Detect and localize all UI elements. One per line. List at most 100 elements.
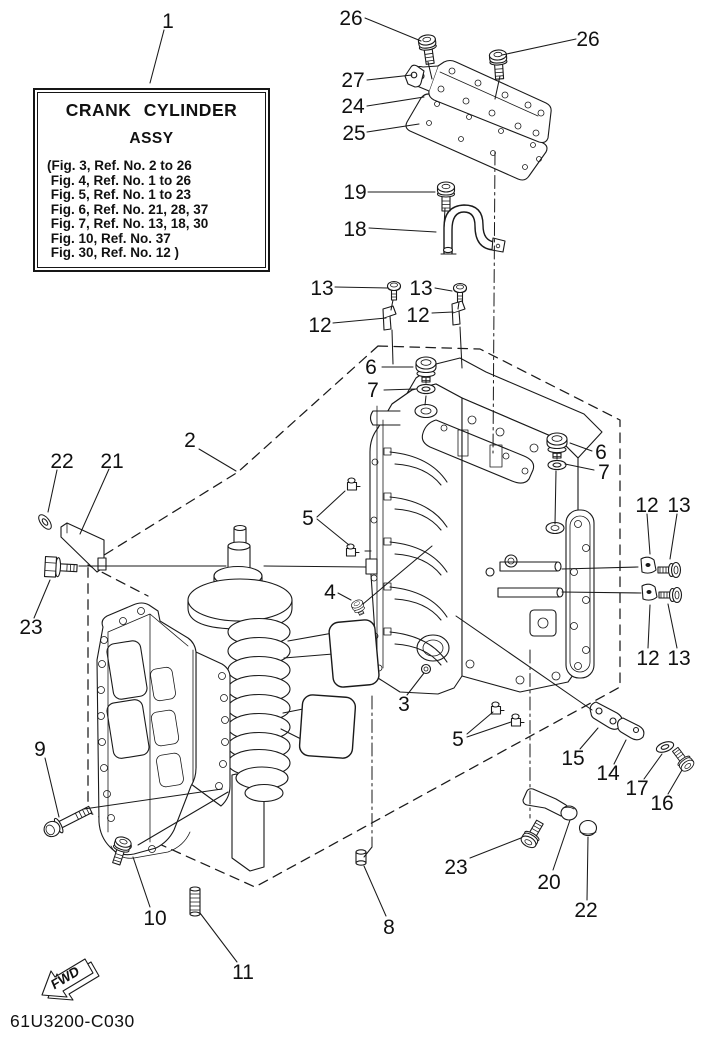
callout-13: 13 bbox=[667, 647, 690, 670]
assembly-line bbox=[427, 61, 433, 80]
callout-24: 24 bbox=[341, 95, 365, 118]
figure-reference-line: Fig. 10, Ref. No. 37 bbox=[47, 230, 171, 246]
callout-13: 13 bbox=[667, 494, 690, 517]
leader-line bbox=[316, 518, 350, 546]
callout-23: 23 bbox=[444, 856, 467, 879]
assembly-line bbox=[391, 329, 394, 365]
washer-7-right bbox=[547, 459, 567, 471]
leader-line bbox=[364, 17, 422, 42]
title-box-inner: CRANK CYLINDER ASSY (Fig. 3, Ref. No. 2 … bbox=[37, 92, 266, 268]
callout-12: 12 bbox=[406, 304, 429, 327]
leader-line bbox=[33, 579, 51, 619]
bolt-26-left bbox=[417, 33, 440, 66]
callout-2: 2 bbox=[184, 429, 196, 452]
callout-14: 14 bbox=[596, 762, 620, 785]
leader-line bbox=[366, 74, 413, 81]
leader-line bbox=[647, 604, 651, 649]
figure-reference-line: Fig. 4, Ref. No. 1 to 26 bbox=[47, 172, 192, 188]
center-line bbox=[492, 151, 496, 454]
leader-line bbox=[667, 603, 678, 649]
assembly-boundary bbox=[87, 345, 621, 888]
washer-7-left bbox=[416, 383, 436, 395]
assembly-title: CRANK CYLINDER bbox=[65, 100, 238, 120]
leader-line bbox=[669, 513, 678, 560]
leader-line bbox=[198, 448, 237, 472]
callout-13: 13 bbox=[409, 277, 432, 300]
leader-line bbox=[667, 769, 683, 795]
callout-26: 26 bbox=[576, 28, 599, 51]
bolt-19 bbox=[436, 181, 456, 212]
washer-17 bbox=[654, 739, 676, 755]
leader-line bbox=[47, 469, 58, 513]
assembly-line bbox=[83, 788, 223, 810]
stud-11 bbox=[189, 886, 201, 917]
leader-line bbox=[132, 856, 151, 908]
bolt-23-right bbox=[518, 817, 548, 851]
figure-reference-line: Fig. 30, Ref. No. 12 ) bbox=[47, 245, 180, 260]
leader-line bbox=[643, 753, 663, 780]
callout-1: 1 bbox=[162, 10, 174, 33]
title-box: CRANK CYLINDER ASSY (Fig. 3, Ref. No. 2 … bbox=[33, 88, 270, 272]
assembly-line bbox=[362, 545, 433, 605]
figure-reference-line: Fig. 7, Ref. No. 13, 18, 30 bbox=[47, 216, 209, 231]
bolt-13-upper bbox=[657, 561, 682, 579]
leader-line bbox=[586, 836, 589, 901]
callout-25: 25 bbox=[342, 122, 365, 145]
boundary-corner-edge bbox=[87, 564, 149, 597]
callout-12: 12 bbox=[635, 494, 658, 517]
leader-line bbox=[368, 227, 437, 233]
assembly-line bbox=[263, 565, 367, 568]
figure-references: (Fig. 3, Ref. No. 2 to 26 Fig. 4, Ref. N… bbox=[38, 158, 265, 261]
fitting-20 bbox=[522, 788, 578, 821]
screw-13-right bbox=[452, 282, 468, 303]
leader-line bbox=[44, 757, 60, 818]
crankshaft-assembly bbox=[187, 524, 380, 872]
leader-line bbox=[332, 317, 387, 324]
nut-3 bbox=[420, 663, 432, 675]
washer-22-left bbox=[35, 512, 55, 532]
piston-upper bbox=[328, 619, 380, 688]
fwd-arrow-icon: FWD bbox=[41, 958, 100, 1001]
callout-9: 9 bbox=[34, 738, 46, 761]
callout-6: 6 bbox=[365, 356, 377, 379]
anode-12-lower bbox=[641, 583, 658, 601]
cover-plate-14 bbox=[617, 717, 645, 741]
leader-line bbox=[434, 287, 453, 292]
leader-line bbox=[646, 513, 651, 555]
bolt-23-left bbox=[43, 555, 78, 578]
callout-6: 6 bbox=[595, 441, 607, 464]
callout-12: 12 bbox=[636, 647, 659, 670]
bolt-4 bbox=[349, 597, 368, 618]
assembly-line bbox=[459, 326, 463, 369]
anode-12-upper bbox=[640, 556, 657, 574]
clamp-18 bbox=[440, 204, 506, 255]
assembly-line bbox=[363, 846, 373, 858]
callout-18: 18 bbox=[343, 218, 366, 241]
assembly-line bbox=[561, 566, 639, 570]
callout-21: 21 bbox=[100, 450, 123, 473]
cylinder-block bbox=[365, 357, 603, 695]
leader-line bbox=[337, 592, 352, 601]
callout-15: 15 bbox=[561, 747, 584, 770]
figure-reference-line: Fig. 5, Ref. No. 1 to 23 bbox=[47, 187, 192, 202]
callout-3: 3 bbox=[398, 693, 410, 716]
leader-line bbox=[564, 463, 595, 471]
screw-13-left bbox=[386, 280, 402, 301]
crankcase-cover bbox=[96, 602, 231, 859]
leader-line bbox=[501, 38, 577, 56]
leader-line bbox=[316, 490, 346, 518]
wedge-21 bbox=[60, 522, 107, 573]
callout-26: 26 bbox=[339, 7, 362, 30]
boundary-outline bbox=[87, 345, 621, 888]
callout-13: 13 bbox=[310, 277, 333, 300]
bolt-9 bbox=[43, 805, 93, 838]
leader-line bbox=[366, 96, 425, 107]
assembly-line bbox=[390, 299, 394, 311]
callout-16: 16 bbox=[650, 792, 673, 815]
fitting-5-b bbox=[345, 543, 360, 557]
callout-27: 27 bbox=[341, 69, 364, 92]
callout-23: 23 bbox=[19, 616, 42, 639]
leader-line bbox=[79, 468, 110, 535]
